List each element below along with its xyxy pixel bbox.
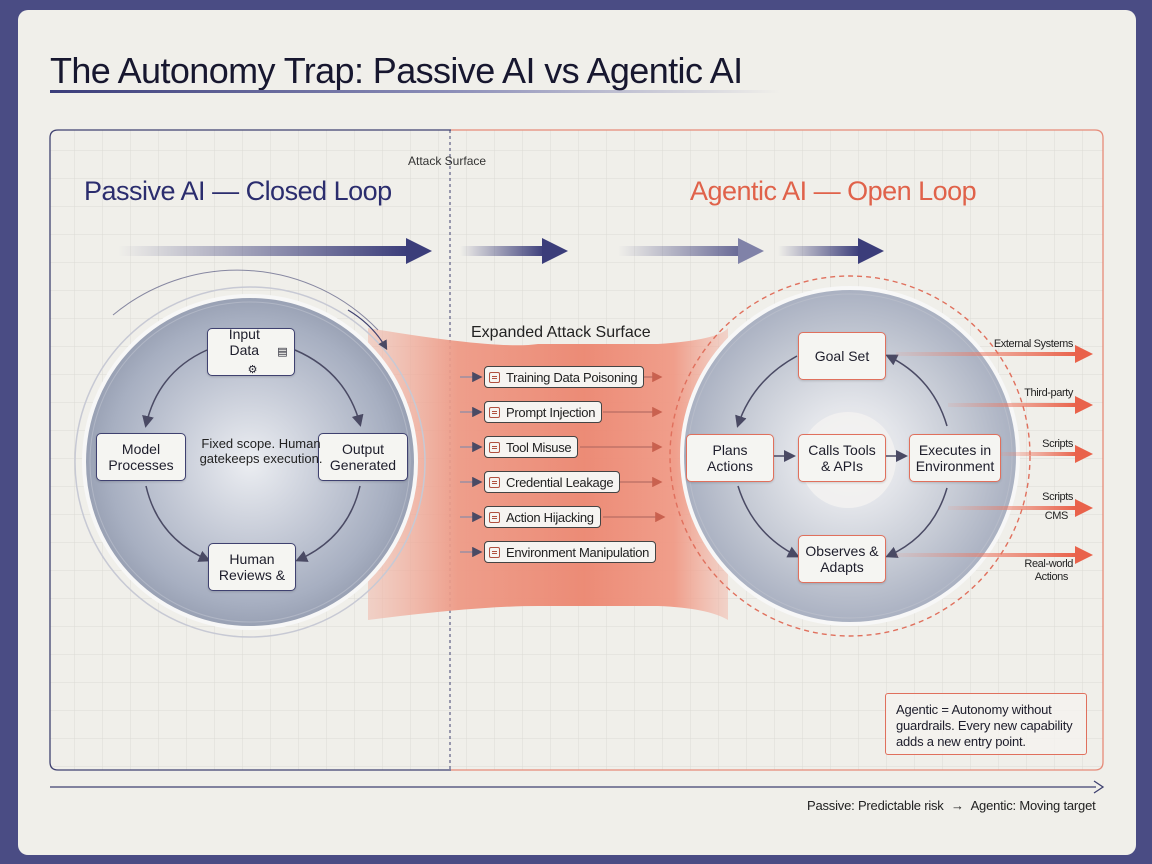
threat-environment-manipulation: Environment Manipulation: [484, 541, 657, 563]
input-data-node: Input Data ▤ ⚙: [207, 326, 295, 376]
review-label: Human Reviews &: [218, 551, 286, 583]
plans-label: Plans Actions: [707, 442, 753, 474]
page-title: The Autonomy Trap: Passive AI vs Agentic…: [50, 50, 743, 91]
flow-arrow-2: [460, 246, 545, 256]
document-icon: [489, 476, 500, 488]
document-icon: [489, 546, 500, 558]
external-systems-label: External Systems: [993, 338, 1074, 350]
document-icon: [489, 511, 500, 523]
threat-prompt-injection: Prompt Injection: [484, 401, 603, 423]
passive-orbit-arrow: [347, 309, 388, 351]
passive-heading: Passive AI — Closed Loop: [84, 176, 392, 206]
threat-label: Environment Manipulation: [506, 544, 650, 560]
flow-arrowhead-2: [542, 238, 568, 264]
passive-outer-ring: [74, 286, 426, 638]
flow-arrowhead-1: [406, 238, 432, 264]
threat-action-hijacking: Action Hijacking: [484, 506, 601, 528]
document-icon: [489, 406, 500, 418]
threat-training-data-poisoning: Training Data Poisoning: [484, 366, 645, 388]
footer-agentic: Agentic: Moving target: [970, 798, 1096, 813]
frame-passive: [49, 129, 451, 771]
observes-label: Observes & Adapts: [805, 543, 879, 575]
human-reviews-node: Human Reviews &: [208, 543, 296, 591]
gear-icon: ⚙: [247, 364, 258, 376]
cms-label: CMS: [1044, 510, 1069, 522]
agentic-callout: Agentic = Autonomy without guardrails. E…: [885, 693, 1087, 755]
plans-actions-node: Plans Actions: [686, 434, 774, 482]
flow-arrow-4: [778, 246, 860, 256]
document-icon: ▤: [277, 346, 288, 358]
output-generated-node: Output Generated: [318, 433, 408, 481]
flow-arrows: [118, 238, 884, 264]
scripts-label: Scripts: [1042, 491, 1073, 503]
scripts-label: Scripts: [1042, 438, 1073, 450]
threat-label: Training Data Poisoning: [506, 369, 638, 385]
threat-credential-leakage: Credential Leakage: [484, 471, 621, 493]
expanded-attack-surface-label: Expanded Attack Surface: [471, 324, 651, 341]
frame-agentic: [451, 129, 1104, 771]
passive-loop-arrows: [142, 349, 364, 562]
passive-orbit-arc: [112, 269, 379, 331]
goal-label: Goal Set: [814, 348, 870, 364]
passive-center-text: Fixed scope. Human gatekeeps execution.: [199, 436, 323, 466]
third-party-label: Third-party: [1024, 387, 1073, 399]
flow-arrowhead-3: [738, 238, 764, 264]
real-world-label: Real-world: [1024, 558, 1073, 570]
output-label: Output Generated: [329, 441, 397, 473]
threat-label: Tool Misuse: [506, 439, 572, 455]
external-arrows: [896, 345, 1093, 564]
observes-adapts-node: Observes & Adapts: [798, 535, 886, 583]
arrow-right-icon: →: [951, 798, 964, 813]
document-icon: [489, 441, 500, 453]
agentic-heading: Agentic AI — Open Loop: [690, 176, 977, 206]
calls-label: Calls Tools & APIs: [808, 442, 876, 474]
threat-tool-misuse: Tool Misuse: [484, 436, 579, 458]
flow-arrow-3: [618, 246, 740, 256]
goal-set-node: Goal Set: [798, 332, 886, 380]
attack-surface-label: Attack Surface: [408, 154, 487, 168]
executes-environment-node: Executes in Environment: [909, 434, 1001, 482]
threat-label: Action Hijacking: [506, 509, 594, 525]
title-underline: [50, 90, 780, 93]
flow-arrowhead-4: [858, 238, 884, 264]
threat-label: Prompt Injection: [506, 404, 596, 420]
footer-caption: Passive: Predictable risk → Agentic: Mov…: [807, 798, 1096, 813]
footer-axis-arrowhead: [1093, 780, 1105, 794]
footer-passive: Passive: Predictable risk: [807, 798, 944, 813]
threat-label: Credential Leakage: [506, 474, 614, 490]
calls-tools-node: Calls Tools & APIs: [798, 434, 886, 482]
diagram-card: The Autonomy Trap: Passive AI vs Agentic…: [18, 10, 1136, 855]
input-label: Input Data: [228, 326, 260, 358]
threat-connectors: [460, 371, 666, 558]
passive-inner-ring: [89, 301, 411, 623]
actions-label: Actions: [1034, 571, 1069, 583]
document-icon: [489, 371, 500, 383]
flow-arrow-1: [118, 246, 408, 256]
model-processes-node: Model Processes: [96, 433, 186, 481]
executes-label: Executes in Environment: [915, 442, 995, 474]
model-label: Model Processes: [108, 441, 174, 473]
